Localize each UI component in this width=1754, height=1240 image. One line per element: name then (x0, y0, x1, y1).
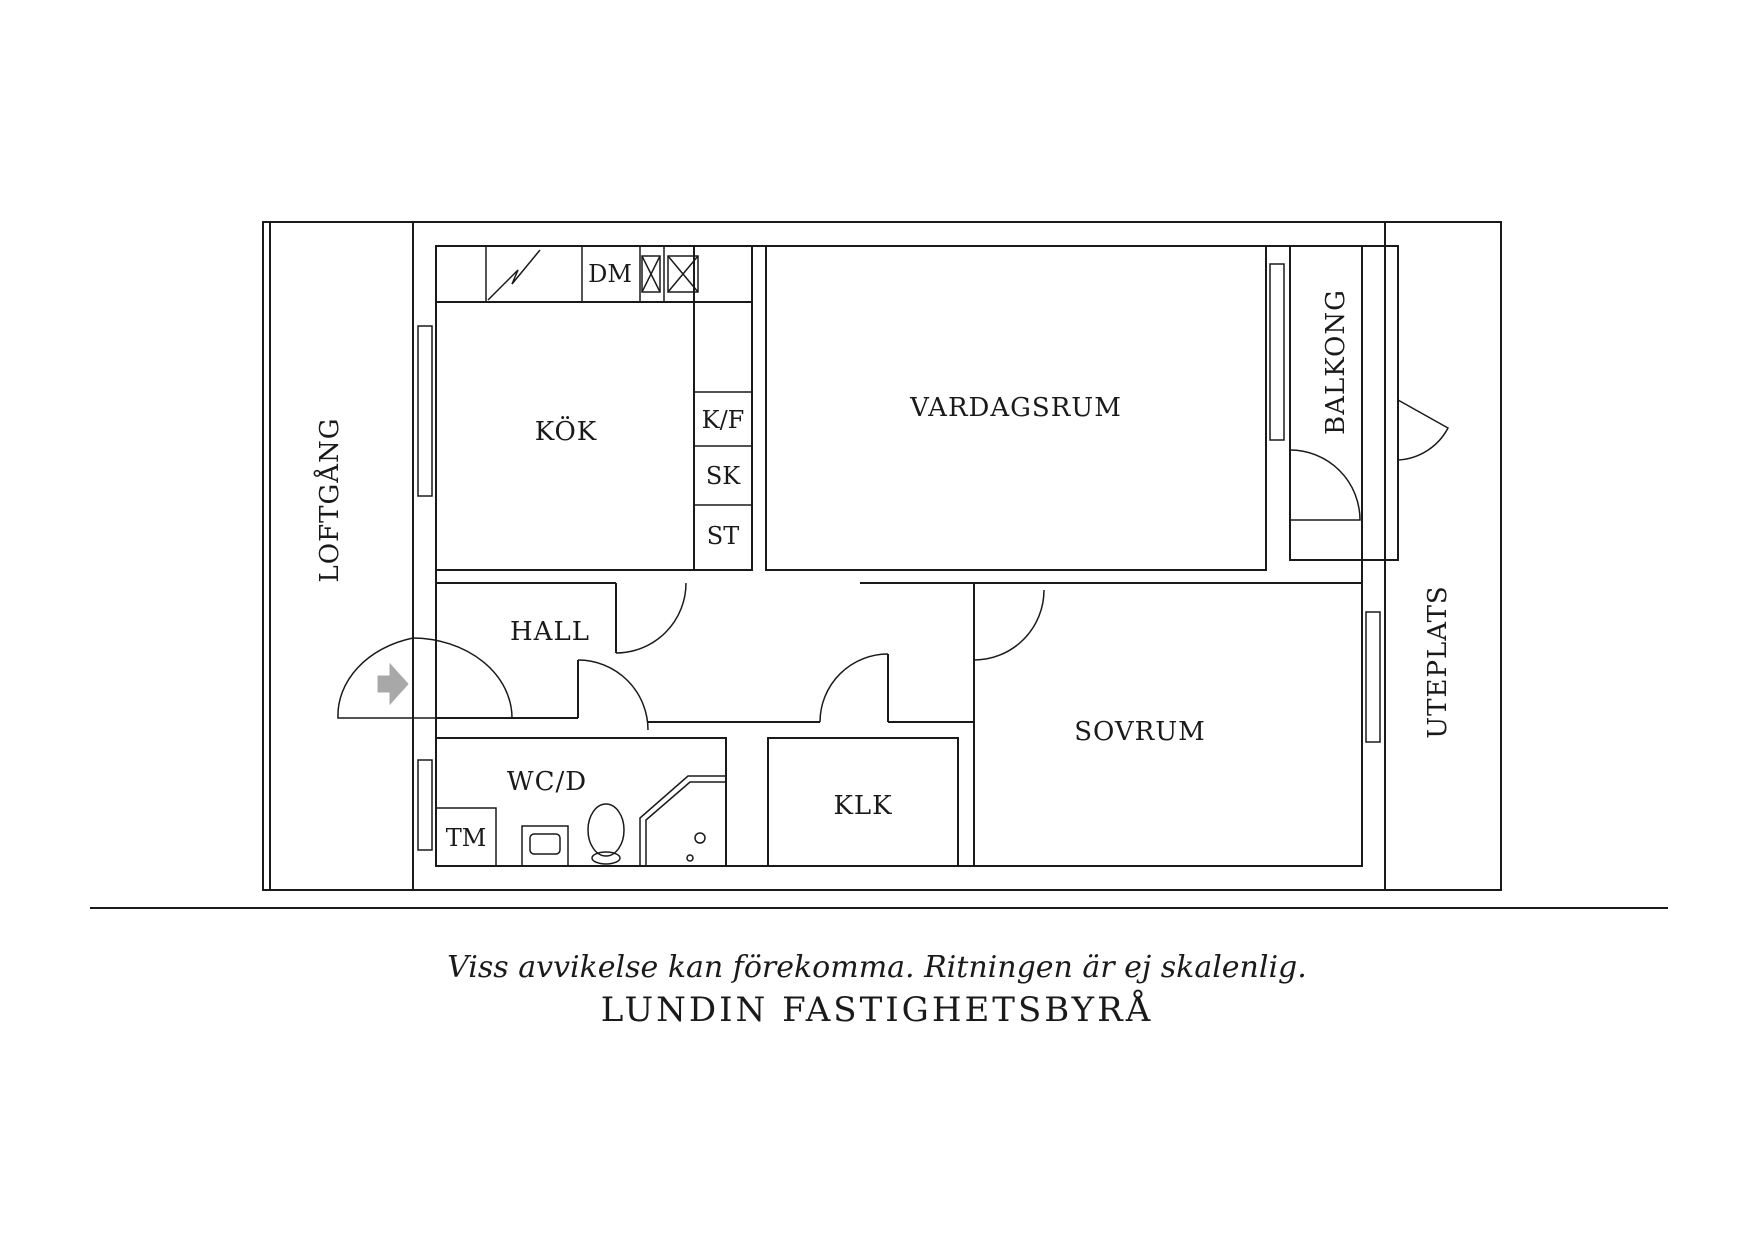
room-label-loftgang: LOFTGÅNG (313, 417, 345, 582)
room-label-vardagsrum: VARDAGSRUM (909, 393, 1122, 423)
hood-icon (641, 255, 661, 293)
fixture-label-dm: DM (588, 260, 632, 288)
stove-icon (667, 255, 699, 293)
agency-brand: LUNDIN FASTIGHETSBYRÅ (600, 990, 1154, 1030)
vardagsrum-walls (765, 245, 1267, 571)
room-label-hall: HALL (510, 617, 590, 647)
kitchen-door (615, 582, 687, 654)
wash-basin-icon (521, 825, 569, 867)
room-label-kok: KÖK (535, 415, 597, 447)
room-label-wcd: WC/D (507, 767, 587, 797)
room-label-sovrum: SOVRUM (1074, 717, 1206, 747)
klk-door (819, 653, 889, 723)
sovrum-door (973, 589, 1045, 661)
apartment-outline (412, 221, 1386, 891)
klk-walls (767, 737, 959, 867)
kitchen-window (417, 325, 433, 497)
tm-box (435, 807, 497, 867)
wcd-window (417, 759, 433, 851)
entrance-door (337, 637, 414, 719)
fixture-label-st: ST (707, 522, 739, 550)
wc-door (577, 659, 649, 731)
room-label-klk: KLK (833, 791, 892, 821)
fixture-label-sk: SK (706, 462, 741, 490)
sink-icon (487, 249, 541, 301)
disclaimer-note: Viss avvikelse kan förekomma. Ritningen … (447, 950, 1307, 985)
room-label-balkong: BALKONG (1321, 289, 1351, 435)
shower-icon (639, 775, 726, 866)
entrance-door-swing (412, 637, 513, 719)
wcd-walls (435, 737, 727, 867)
fixture-label-kf: K/F (702, 406, 745, 434)
balkong-door (1397, 398, 1450, 461)
vardagsrum-balkong-door (1289, 449, 1361, 521)
toilet-icon (587, 803, 625, 857)
sovrum-walls (973, 582, 1363, 867)
room-label-uteplats: UTEPLATS (1423, 585, 1453, 739)
sovrum-window (1365, 611, 1381, 743)
vardagsrum-window (1269, 263, 1285, 441)
uteplats-strip (1384, 221, 1502, 891)
entrance-arrow-icon (377, 662, 409, 706)
fixture-label-tm: TM (446, 824, 487, 852)
